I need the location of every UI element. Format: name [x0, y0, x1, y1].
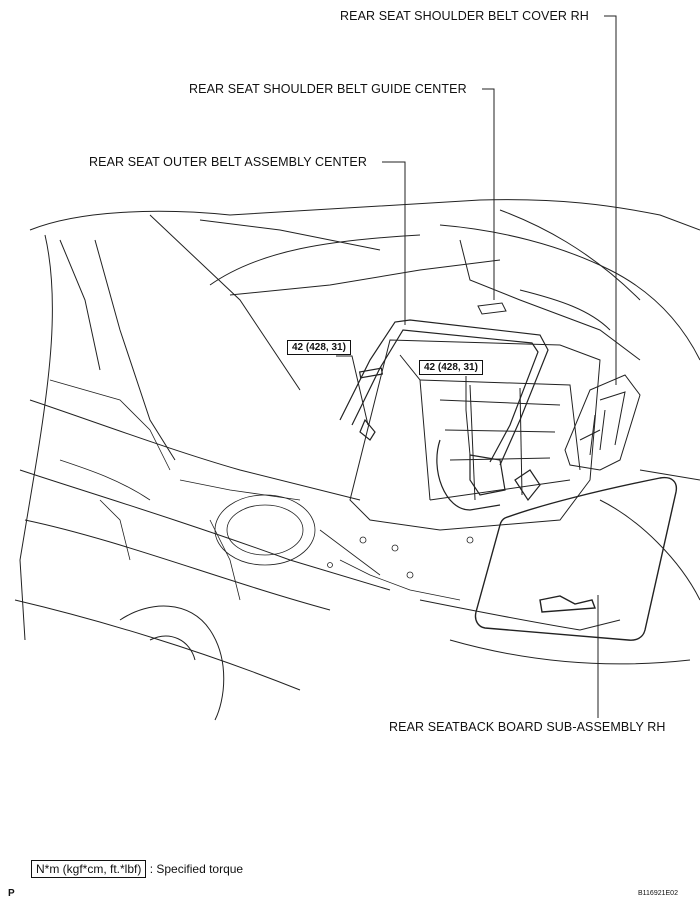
shoulder-belt-cover-part	[564, 374, 641, 471]
seatback-frame	[349, 339, 601, 531]
vehicle-body-outline	[14, 199, 700, 721]
figure-id: B116921E02	[638, 890, 678, 897]
torque-legend-description: : Specified torque	[149, 862, 244, 876]
callout-outer-belt-assembly-center: REAR SEAT OUTER BELT ASSEMBLY CENTER	[89, 155, 367, 169]
callout-shoulder-belt-guide-center: REAR SEAT SHOULDER BELT GUIDE CENTER	[189, 82, 467, 96]
seatback-board-part	[474, 476, 678, 641]
callout-shoulder-belt-cover-rh: REAR SEAT SHOULDER BELT COVER RH	[340, 9, 589, 23]
torque-spec-lower: 42 (428, 31)	[419, 360, 483, 375]
torque-legend: N*m (kgf*cm, ft.*lbf) : Specified torque	[31, 860, 243, 878]
torque-spec-upper: 42 (428, 31)	[287, 340, 351, 355]
seat-belt-webbing	[339, 319, 549, 511]
shoulder-belt-guide-part	[477, 302, 507, 315]
torque-unit-box: N*m (kgf*cm, ft.*lbf)	[31, 860, 147, 878]
page-mark: P	[8, 888, 15, 899]
floor-details	[49, 379, 474, 601]
leader-lines	[336, 15, 617, 718]
callout-seatback-board-rh: REAR SEATBACK BOARD SUB-ASSEMBLY RH	[389, 720, 666, 734]
